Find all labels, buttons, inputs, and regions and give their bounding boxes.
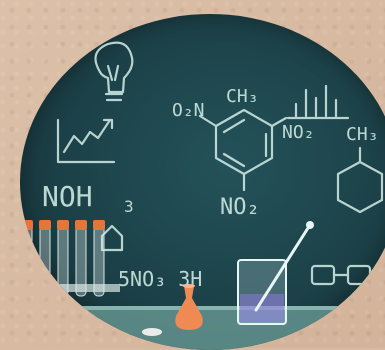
lightbulb-icon [94, 41, 134, 102]
chalk-noh-sub: 3 [124, 197, 134, 216]
chalkboard-vignette: NOH 3 O₂N CH₃ NO₂ CH₃ NO₂ 5NO₃ 3H [20, 14, 385, 350]
chalk-no2-right: NO₂ [282, 122, 315, 143]
chalkboard-drawing: NOH 3 O₂N CH₃ NO₂ CH₃ NO₂ 5NO₃ 3H [20, 41, 385, 350]
benzene-ring-right-icon [336, 146, 384, 214]
flask-sketch-icon [100, 224, 124, 252]
benzene-ring-icon [198, 108, 288, 192]
molecule-boxes-icon [310, 264, 372, 286]
chalk-no2-bottom: NO₂ [220, 195, 260, 220]
orange-flask [175, 284, 203, 330]
chalk-ch3-right: CH₃ [346, 124, 379, 145]
growth-chart-icon [56, 118, 116, 164]
test-tube-rack [20, 220, 120, 297]
bottle-cap [142, 328, 162, 336]
glass-beaker [237, 221, 314, 325]
chalk-o2n: O₂N [172, 100, 205, 121]
bar-chart-icon [286, 84, 350, 120]
chalk-noh: NOH [42, 180, 93, 213]
chalk-ch3-top: CH₃ [226, 86, 259, 107]
lab-table [20, 306, 385, 350]
